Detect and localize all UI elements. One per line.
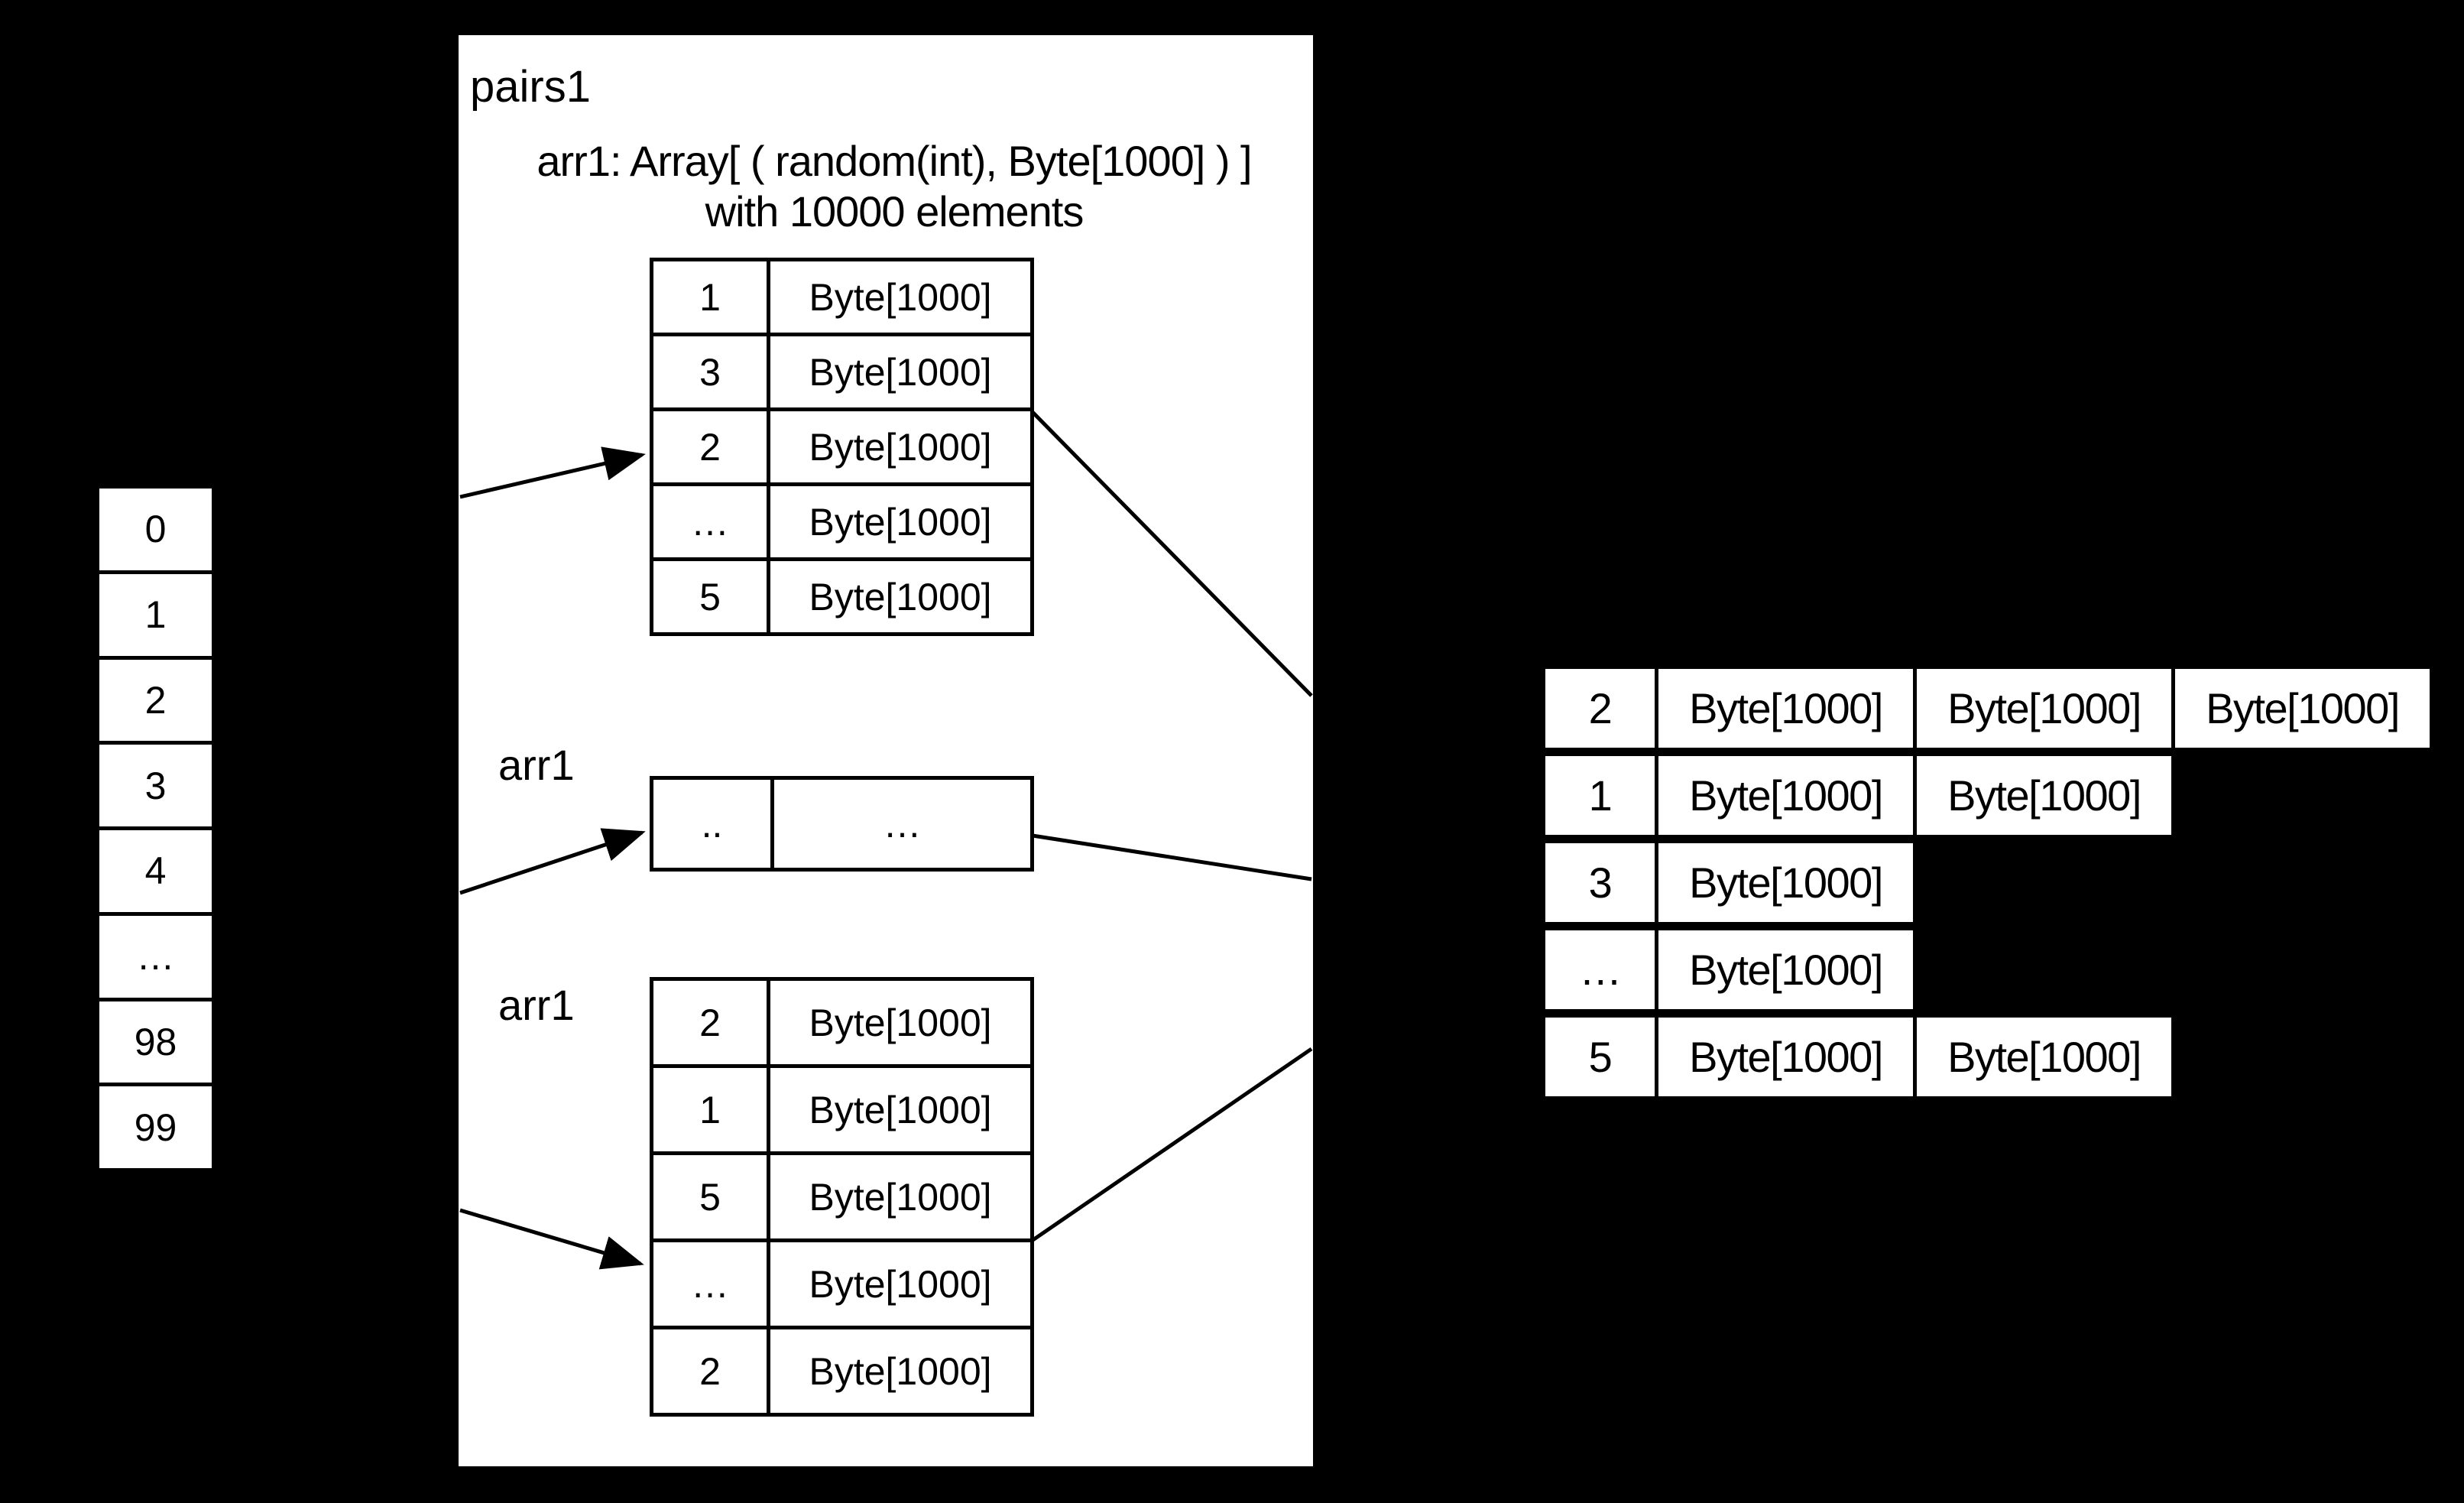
pair-key: 2 [653,411,767,482]
arr1-bottom-label: arr1 [498,981,575,1029]
pair-key: 5 [653,561,767,632]
pair-value: Byte[1000] [770,1242,1030,1326]
group-value: Byte[1000] [1655,1014,1917,1100]
group-value: Byte[1000] [1913,752,2175,839]
top-pairs-table: 1 Byte[1000] 3 Byte[1000] 2 Byte[1000] …… [650,258,1034,636]
index-cell: 4 [99,830,212,912]
pair-value: Byte[1000] [770,261,1030,333]
index-cell: 0 [99,489,212,570]
pair-key: 3 [653,336,767,407]
bottom-pairs-table: 2 Byte[1000] 1 Byte[1000] 5 Byte[1000] …… [650,977,1034,1417]
index-column: 0 1 2 3 4 … 98 99 [96,485,216,1172]
group-value: Byte[1000] [1913,1014,2175,1100]
pair-value: Byte[1000] [770,486,1030,557]
group-value: Byte[1000] [2171,665,2433,752]
box-title-line2: with 10000 elements [705,187,1084,235]
group-value: Byte[1000] [1655,752,1917,839]
index-cell-ellipsis: … [99,915,212,998]
pairs1-label: pairs1 [470,62,591,112]
box-title: arr1: Array[ ( random(int), Byte[1000] )… [489,136,1299,237]
pair-value: Byte[1000] [770,336,1030,407]
ref-cell-ellipsis: … [774,780,1030,868]
group-row: 5 Byte[1000] Byte[1000] [1542,1014,2175,1100]
group-key: 3 [1542,839,1658,926]
index-cell: 99 [99,1086,212,1168]
pair-key: 1 [653,261,767,333]
index-cell: 2 [99,659,212,742]
group-row: … Byte[1000] [1542,927,1917,1013]
group-value: Byte[1000] [1655,927,1917,1013]
pair-key: 2 [653,981,767,1064]
group-key-ellipsis: … [1542,927,1658,1013]
index-cell: 1 [99,573,212,656]
pair-value: Byte[1000] [770,981,1030,1064]
pair-value: Byte[1000] [770,561,1030,632]
pair-value: Byte[1000] [770,411,1030,482]
box-title-line1: arr1: Array[ ( random(int), Byte[1000] )… [537,137,1252,185]
group-row: 3 Byte[1000] [1542,839,1917,926]
pair-key-ellipsis: … [653,486,767,557]
pair-key: 1 [653,1068,767,1151]
arr1-ref-label: arr1 [498,741,575,789]
index-cell: 3 [99,745,212,826]
arr1-ref-table: .. … [650,776,1034,872]
group-key: 5 [1542,1014,1658,1100]
group-row: 1 Byte[1000] Byte[1000] [1542,752,2175,839]
pair-key: 5 [653,1155,767,1238]
pair-value: Byte[1000] [770,1068,1030,1151]
ref-cell: .. [653,780,770,868]
pair-key: 2 [653,1329,767,1413]
group-row: 2 Byte[1000] Byte[1000] Byte[1000] [1542,665,2433,752]
pair-key-ellipsis: … [653,1242,767,1326]
pair-value: Byte[1000] [770,1329,1030,1413]
group-value: Byte[1000] [1913,665,2175,752]
group-value: Byte[1000] [1655,665,1917,752]
group-key: 1 [1542,752,1658,839]
group-value: Byte[1000] [1655,839,1917,926]
pair-value: Byte[1000] [770,1155,1030,1238]
group-key: 2 [1542,665,1658,752]
index-cell: 98 [99,1001,212,1083]
